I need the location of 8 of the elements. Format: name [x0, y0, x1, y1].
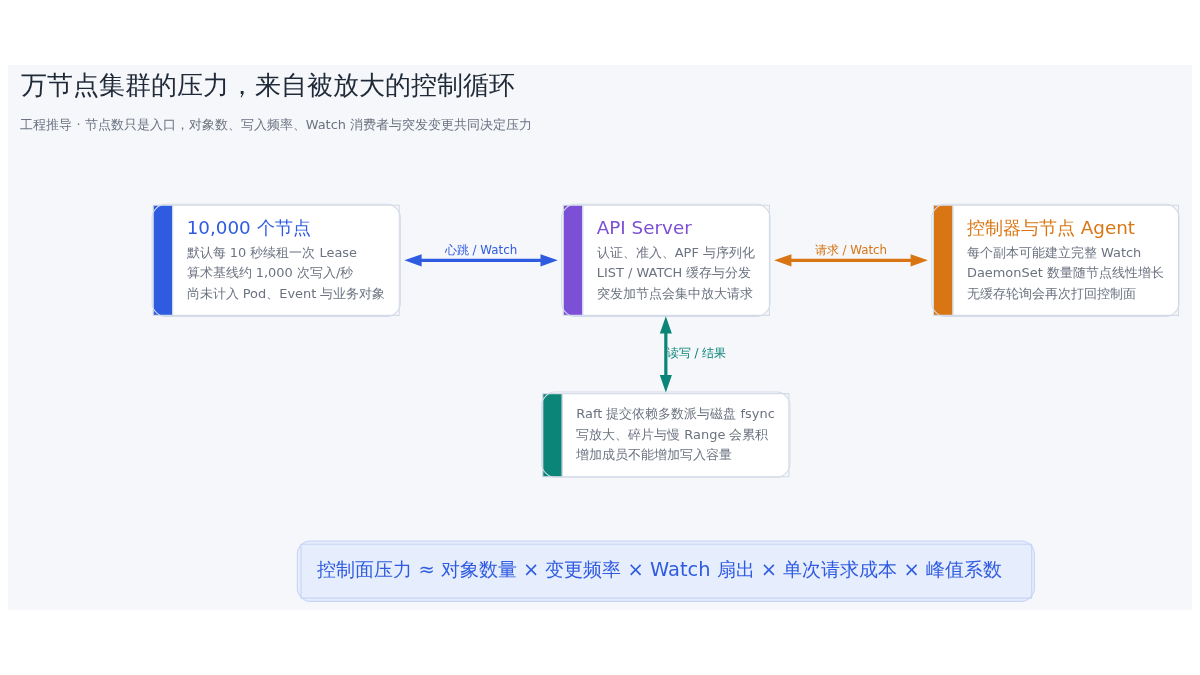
arrow [774, 254, 928, 267]
edge-label: 请求 / Watch [814, 242, 888, 257]
diagram-title: 万节点集群的压力，来自被放大的控制循环 [20, 70, 515, 101]
arrow [659, 316, 672, 393]
edge-label: 读写 / 结果 [666, 346, 727, 361]
arrow [404, 254, 558, 267]
label: 工程推导 · 节点数只是入口，对象数、写入频率、Watch 消费者与突发变更共同决定压力 [20, 116, 533, 132]
edge-label: 心跳 / Watch [444, 242, 518, 257]
